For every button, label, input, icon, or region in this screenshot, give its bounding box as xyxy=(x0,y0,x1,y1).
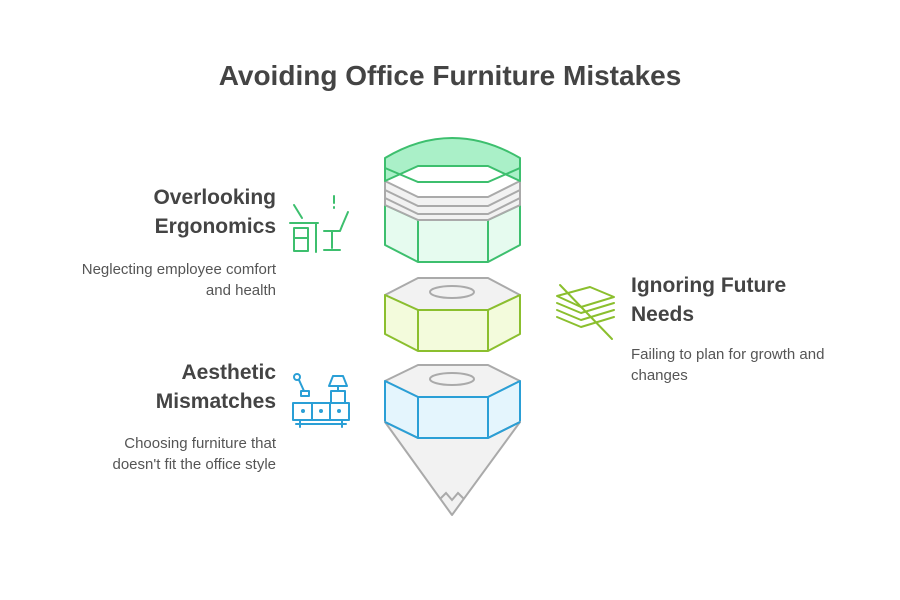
ergonomics-heading-line1: Overlooking xyxy=(153,186,276,209)
aesthetic-heading-line2: Mismatches xyxy=(155,390,276,413)
aesthetic-heading: Aesthetic Mismatches xyxy=(156,358,276,416)
bottom-segment xyxy=(384,364,521,439)
future-needs-desc-line2: changes xyxy=(631,367,688,384)
future-needs-heading-line2: Needs xyxy=(631,303,695,326)
ergonomics-desc-line2: and health xyxy=(205,282,276,299)
furniture-lamp-icon xyxy=(292,373,350,428)
cone-tip xyxy=(384,421,521,516)
middle-segment xyxy=(384,277,521,352)
future-needs-heading: Ignoring Future Needs xyxy=(631,271,786,329)
aesthetic-desc-line1: Choosing furniture that xyxy=(124,435,276,452)
ergonomics-desc-line1: Neglecting employee comfort xyxy=(81,261,276,278)
ergonomics-heading: Overlooking Ergonomics xyxy=(153,183,276,241)
aesthetic-description: Choosing furniture that doesn't fit the … xyxy=(112,433,276,475)
future-needs-description: Failing to plan for growth and changes xyxy=(631,344,824,386)
aesthetic-desc-line2: doesn't fit the office style xyxy=(112,456,276,473)
top-segment xyxy=(384,137,521,263)
ergonomics-description: Neglecting employee comfort and health xyxy=(82,259,276,301)
page-title: Avoiding Office Furniture Mistakes xyxy=(218,60,682,91)
future-needs-heading-line1: Ignoring Future xyxy=(631,274,787,297)
ergonomics-heading-line2: Ergonomics xyxy=(154,215,276,238)
aesthetic-heading-line1: Aesthetic xyxy=(181,361,276,384)
future-needs-desc-line1: Failing to plan for growth and xyxy=(631,346,825,363)
ergonomic-desk-chair-icon xyxy=(289,195,349,253)
stacked-papers-crossed-icon xyxy=(556,284,615,340)
